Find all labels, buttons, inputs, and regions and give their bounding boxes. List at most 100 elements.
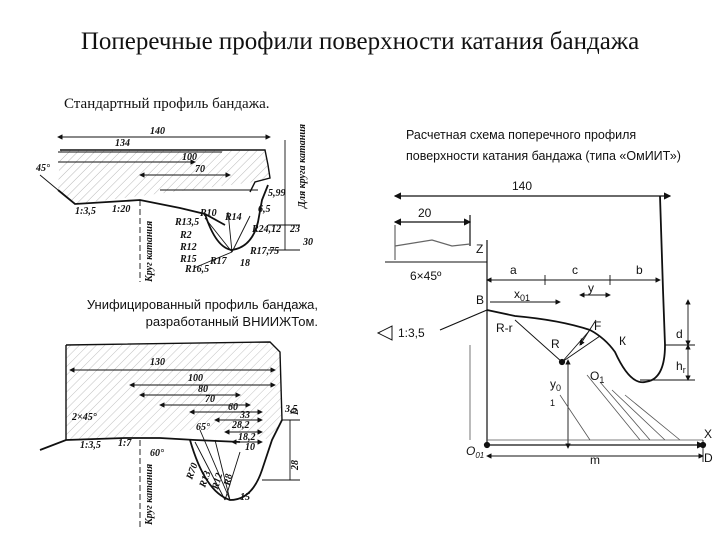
label-r: r [580,334,584,348]
tire-body-fill [58,150,270,204]
size-label: 28 [290,460,301,471]
dim-label: 70 [205,394,215,405]
size-label: R17 [209,256,228,267]
tire-body-outline [65,341,283,421]
dim-label: 80 [198,384,208,395]
label-o1: O1 [590,369,604,385]
label-y: y [588,281,594,295]
tire-body-fill [66,342,282,440]
unified-profile-caption: Унифицированный профиль бандажа, разрабо… [8,296,318,330]
vertical-label: Круг катания [144,221,155,283]
radius-label: R2 [179,230,192,241]
size-label: 3,5 [284,404,298,415]
size-label: R24,12 [251,224,281,235]
unified-profile-drawing [39,341,300,530]
label-hr-sub: r [683,365,686,375]
dim-label: 10 [245,442,255,453]
label-c: c [572,263,578,277]
caption-line-1: Унифицированный профиль бандажа, [86,297,318,312]
label-o01-sub: 01 [475,451,484,460]
radius-label: R13,5 [174,217,199,228]
standard-profile-labels: 140 134 100 70 45° 1:3,5 1:20 R13,5 R2 R… [35,124,313,283]
radius-label: R12 [179,242,197,253]
size-label: 5,99 [268,188,286,199]
radius-label: R15 [179,254,197,265]
label-k: К [619,334,626,348]
dim-label: 70 [195,164,205,175]
angle-label: 2×45° [71,412,97,423]
label-a: a [510,263,517,277]
size-label: R10 [199,208,217,219]
size-label: 23 [289,224,300,235]
label-f: F [594,319,601,333]
caption-line-1: Расчетная схема поперечного профиля [406,128,637,142]
dim-label: 60 [228,402,238,413]
size-label: 15 [240,492,250,503]
standard-profile-drawing [39,134,300,282]
taper-line [439,309,488,331]
tread-surface [57,189,226,226]
radius-label: R70 [184,462,200,482]
label-hr-main: h [676,359,683,373]
angle-label: 65° [196,422,210,433]
label-o01: O01 [466,444,484,460]
size-label: 6,5 [258,204,271,215]
dim-label: 18,2 [238,432,256,443]
dim-label: 100 [188,373,203,384]
tire-body-sketch [394,239,471,247]
label-m: m [590,453,600,467]
radius-label: R12 [210,472,225,492]
caption-line-2: поверхности катания бандажа (типа «ОмИИТ… [406,149,681,163]
dim-20-label: 20 [418,206,432,220]
standard-profile-label: Стандартный профиль бандажа. [64,96,270,112]
size-label: 18 [240,258,250,269]
taper-label: 1:7 [118,438,132,449]
label-x01-main: x [514,287,520,301]
flange-curve [189,419,283,501]
hatch-sketch [469,345,703,441]
label-y0: y0 [550,377,561,393]
label-x01-sub: 01 [520,293,530,303]
label-o1-sub: 1 [599,375,604,385]
label-y0-main: y [550,377,556,391]
vertical-label: Для круга катания [297,124,308,209]
label-d: d [676,327,683,341]
dim-label: 134 [115,138,130,149]
taper-label: 1:3,5 [398,326,425,340]
angle-label: 45° [35,163,50,174]
chamfer-label: 6×45º [410,269,442,283]
dim-label: 33 [239,410,250,421]
x-axis-label: X [704,427,712,441]
vertical-label: Круг катания [144,464,155,526]
label-o1-main: O [590,369,599,383]
label-b: b [636,263,643,277]
label-y0-sub: 0 [556,383,561,393]
dim-label: 100 [182,152,197,163]
calc-scheme-diagram [385,192,707,462]
size-label: R17,75 [249,246,279,257]
label-o01-main: O [466,444,475,458]
size-label: 30 [302,237,313,248]
taper-label: 1:3,5 [75,206,96,217]
radius-label: R8 [222,473,235,487]
dim-label: 140 [150,126,165,137]
z-axis-label: Z [476,242,483,256]
angle-label: 60° [150,448,164,459]
tread-surface [39,437,241,451]
label-one: 1 [550,398,555,408]
rolling-surface [486,195,666,384]
label-d-axis: D [704,451,713,465]
label-x01: x01 [514,287,530,303]
dim-label: 28,2 [231,420,250,431]
unified-profile-labels: 130 100 80 70 60 33 28,2 18,2 10 2×45° 6… [71,357,301,526]
taper-triangle-icon [376,325,393,341]
dim-label: 130 [150,357,165,368]
taper-label: 1:3,5 [80,440,101,451]
label-r-minus-r: R-r [496,321,513,335]
label-big-r: R [551,337,560,351]
slide-title: Поперечные профили поверхности катания б… [80,28,640,55]
calc-scheme-labels: 140 20 6×45º Z a c b В x01 y 1:3,5 R-r R… [376,179,713,467]
caption-line-2: разработанный ВНИИЖТом. [145,314,318,329]
